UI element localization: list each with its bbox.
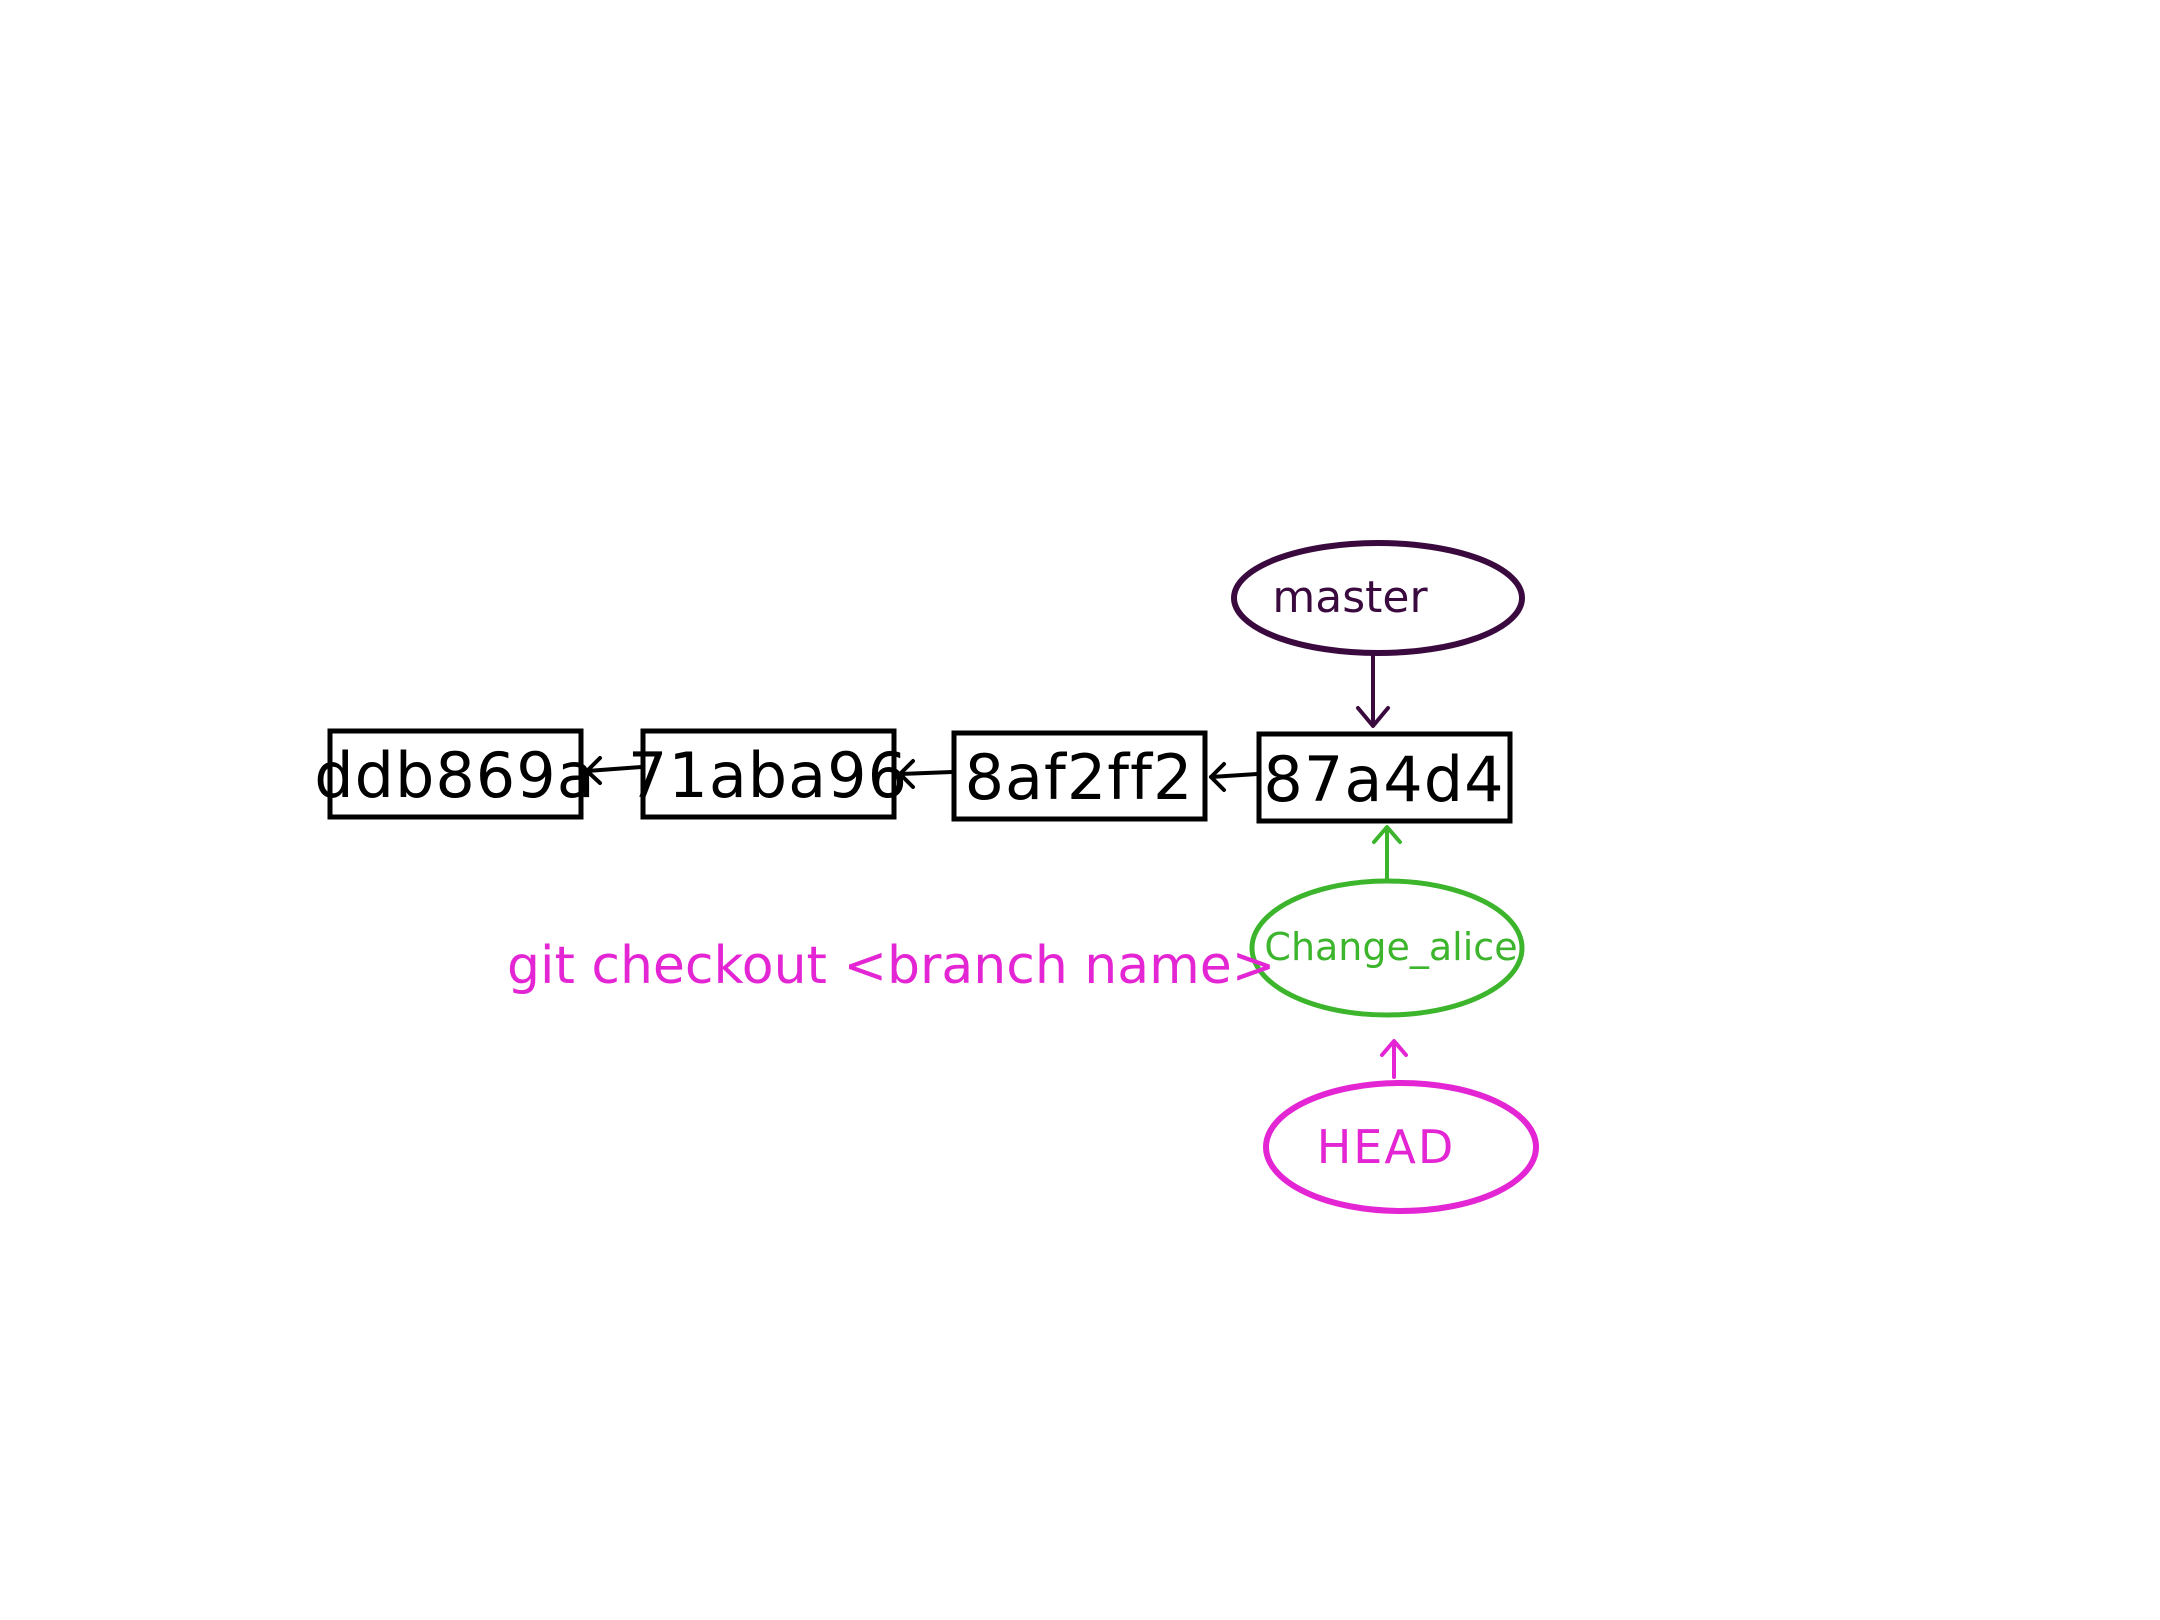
head-ref: HEAD bbox=[1263, 1080, 1539, 1214]
parent-arrow bbox=[585, 756, 643, 785]
head-pointer-arrow bbox=[1380, 1039, 1408, 1079]
commit-node-87a4d4: 87a4d4 bbox=[1256, 731, 1513, 824]
commit-node-ddb869a: ddb869a bbox=[314, 728, 595, 820]
master-pointer-arrow bbox=[1356, 653, 1390, 728]
branch-label: Change_alice bbox=[1264, 925, 1517, 969]
master-ref: master bbox=[1231, 540, 1525, 656]
head-label: HEAD bbox=[1317, 1120, 1456, 1174]
parent-arrow bbox=[898, 759, 954, 789]
commit-node-8af2ff2: 8af2ff2 bbox=[951, 730, 1208, 822]
commit-id: 87a4d4 bbox=[1263, 743, 1504, 816]
command-annotation: git checkout <branch name> bbox=[507, 936, 1275, 996]
commit-id: 8af2ff2 bbox=[965, 741, 1194, 814]
commit-node-71aba96: 71aba96 bbox=[628, 728, 908, 820]
parent-arrow bbox=[1209, 762, 1259, 792]
branch-pointer-arrow bbox=[1372, 825, 1402, 881]
commit-id: 71aba96 bbox=[628, 739, 908, 812]
commit-id: ddb869a bbox=[314, 739, 595, 812]
master-label: master bbox=[1272, 572, 1428, 623]
change-alice-branch-ref: Change_alice bbox=[1249, 878, 1525, 1018]
